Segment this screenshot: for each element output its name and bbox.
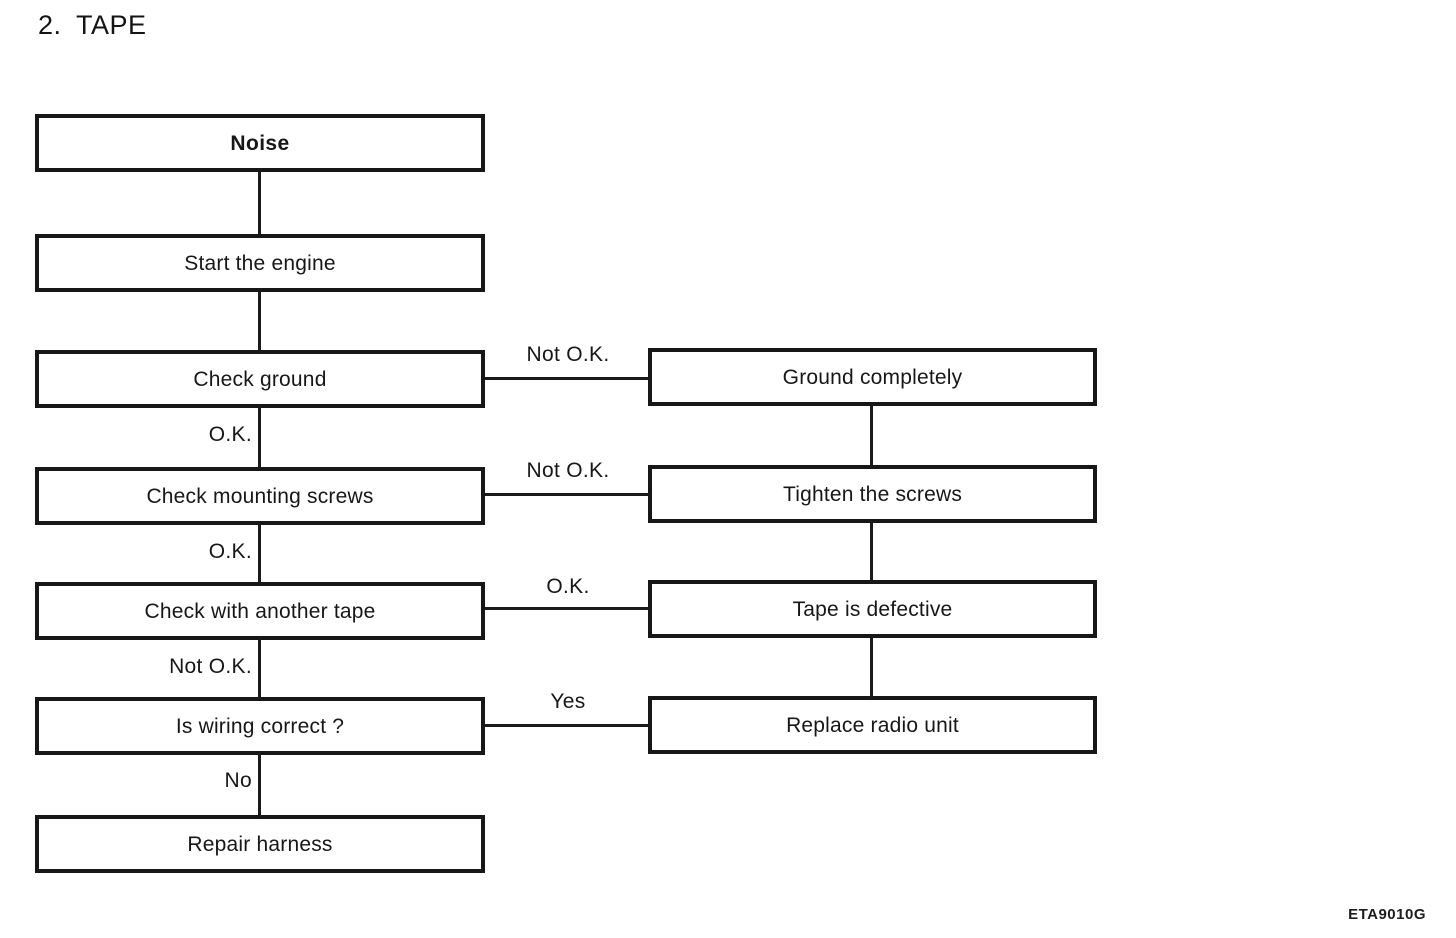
- node-tighten-screws: Tighten the screws: [648, 465, 1097, 523]
- connector-wiring-replace: [483, 724, 650, 727]
- edge-label-not-ok-row3: Not O.K.: [526, 343, 610, 366]
- edge-label-ok-row5: O.K.: [546, 575, 590, 598]
- connector-start-checkground: [258, 290, 261, 352]
- connector-noise-start: [258, 170, 261, 236]
- node-tape-defective: Tape is defective: [648, 580, 1097, 638]
- edge-label-yes: Yes: [550, 690, 586, 713]
- edge-label-ok-1: O.K.: [208, 423, 252, 446]
- edge-label-ok-2: O.K.: [208, 540, 252, 563]
- connector-tighten-defective: [870, 521, 873, 582]
- connector-wiring-repair: [258, 753, 261, 817]
- node-ground-completely: Ground completely: [648, 348, 1097, 406]
- connector-tape-wiring: [258, 638, 261, 699]
- node-check-mounting-screws: Check mounting screws: [35, 467, 485, 525]
- connector-screws-tape: [258, 523, 261, 584]
- page-title: 2. TAPE: [38, 10, 147, 40]
- connector-checkground-groundcompletely: [483, 377, 650, 380]
- node-repair-harness: Repair harness: [35, 815, 485, 873]
- connector-defective-replace: [870, 636, 873, 698]
- node-check-ground: Check ground: [35, 350, 485, 408]
- edge-label-not-ok-row4: Not O.K.: [526, 459, 610, 482]
- connector-tape-tapedefective: [483, 607, 650, 610]
- figure-code: ETA9010G: [1348, 906, 1426, 923]
- edge-label-no: No: [224, 769, 252, 792]
- node-is-wiring-correct: Is wiring correct ?: [35, 697, 485, 755]
- node-check-another-tape: Check with another tape: [35, 582, 485, 640]
- edge-label-not-ok-vertical: Not O.K.: [169, 655, 252, 678]
- node-replace-radio-unit: Replace radio unit: [648, 696, 1097, 754]
- connector-ground-tighten: [870, 404, 873, 467]
- connector-checkground-screws: [258, 406, 261, 469]
- connector-screws-tighten: [483, 493, 650, 496]
- node-noise: Noise: [35, 114, 485, 172]
- node-start-engine: Start the engine: [35, 234, 485, 292]
